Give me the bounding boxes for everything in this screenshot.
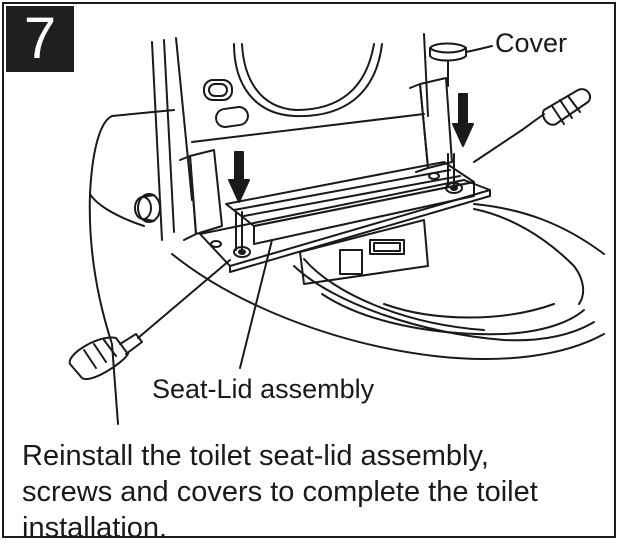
instruction-line: installation. xyxy=(22,512,168,544)
control-box-port-2-inner xyxy=(373,242,401,252)
seat-lid-panel-left xyxy=(175,37,193,201)
cover-leader-line xyxy=(465,45,493,53)
seat-base-front xyxy=(253,181,475,245)
instruction-text: Reinstall the toilet seat-lid assembly, … xyxy=(22,438,618,546)
bowl-inner-2 xyxy=(321,293,585,336)
down-arrow-icon xyxy=(228,151,250,203)
control-box xyxy=(299,219,429,285)
mounting-plate-edge xyxy=(229,189,491,273)
seat-base-groove-2 xyxy=(243,175,461,217)
hinge-right-side xyxy=(409,83,429,173)
lid-oval xyxy=(233,43,383,118)
down-arrow-icon xyxy=(452,93,474,147)
seat-base-groove xyxy=(233,169,451,211)
side-knob xyxy=(134,193,161,223)
step-panel: 7 Cover Seat-Lid assembly Reinstall the … xyxy=(2,2,616,544)
bowl-inner-1 xyxy=(303,258,485,331)
toilet-deck xyxy=(111,109,175,117)
bowl-edge xyxy=(473,208,585,305)
toilet-installation-illustration xyxy=(68,33,605,425)
screwdriver-icon xyxy=(68,259,231,381)
seat-lid-assembly-callout-label: Seat-Lid assembly xyxy=(152,374,375,404)
lid-slot-1-inner xyxy=(208,83,228,97)
seat-lid-panel-right xyxy=(423,33,429,117)
seat-lid-panel-top xyxy=(191,113,425,143)
seat-lid-leader-line xyxy=(239,239,273,369)
toilet-rim-outer xyxy=(171,253,605,360)
toilet-rim-right xyxy=(473,203,605,255)
lid-oval-inner xyxy=(241,43,375,111)
screw-shaft-left xyxy=(235,211,243,251)
toilet-body-front xyxy=(89,193,145,227)
screw-shaft-right xyxy=(447,153,455,187)
bowl-inner-3 xyxy=(383,303,555,319)
step-number-badge: 7 xyxy=(6,6,74,72)
control-box-port-1 xyxy=(339,249,363,275)
lid-slot-1 xyxy=(203,79,233,101)
screwdriver-icon xyxy=(473,88,592,163)
instruction-line: Reinstall the toilet seat-lid assembly, xyxy=(22,440,489,472)
toilet-rim-inner xyxy=(293,265,595,342)
cover-callout-label: Cover xyxy=(495,28,568,58)
control-box-port-2 xyxy=(369,239,405,255)
seat-lid-back-left-2 xyxy=(163,39,175,233)
instruction-line: screws and covers to complete the toilet xyxy=(22,476,538,508)
hinge-left-side xyxy=(179,155,197,241)
cover-cap-icon xyxy=(429,42,467,87)
seat-lid-back-left xyxy=(151,41,163,241)
screw-icon xyxy=(210,240,251,258)
toilet-body xyxy=(88,115,119,425)
lid-slot-2 xyxy=(215,106,249,128)
